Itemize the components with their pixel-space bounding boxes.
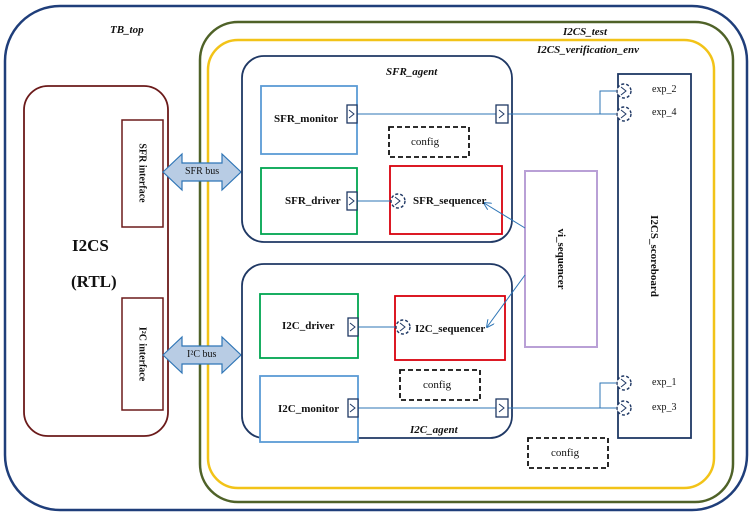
i2c-driver-label: I2C_driver <box>282 320 335 332</box>
i2c-sequencer-label: I2C_sequencer <box>415 323 486 335</box>
exp-4-port <box>616 106 632 122</box>
i2c-interface-box <box>121 297 164 411</box>
i2c-agent-title: I2C_agent <box>410 424 458 436</box>
sfr-agent-port <box>495 104 509 124</box>
sfr-driver-port <box>346 191 358 211</box>
sfr-config-label: config <box>411 136 440 148</box>
env-config-label: config <box>551 447 580 459</box>
i2c-monitor-port <box>347 398 359 418</box>
sfr-sequencer-box <box>389 165 503 235</box>
sfr-monitor-box <box>260 85 358 155</box>
sfr-interface-box <box>121 119 164 228</box>
v-sequencer-label: vi_sequencer <box>555 228 567 290</box>
exp-3-port <box>616 400 632 416</box>
env-config-box <box>527 437 609 469</box>
sfr-fork-exp2 <box>599 90 616 114</box>
sfr-agent-box <box>241 55 513 243</box>
env-label: I2CS_verification_env <box>537 44 640 56</box>
i2c-monitor-label: I2C_monitor <box>278 403 340 415</box>
i2c-seq-export <box>395 319 411 335</box>
i2c-interface-label: I²C interface <box>136 326 148 382</box>
vseq-to-i2c-seq <box>487 274 526 327</box>
i2c-driver-box <box>259 293 359 359</box>
sfr-agent-title: SFR_agent <box>386 66 438 78</box>
scoreboard-box <box>617 73 692 439</box>
vseq-to-sfr-seq <box>484 203 526 229</box>
test-label: I2CS_test <box>563 26 608 38</box>
scoreboard-label: I2CS_scoreboard <box>648 215 660 297</box>
i2c-config-label: config <box>423 379 452 391</box>
exp-1-port <box>616 375 632 391</box>
sfr-driver-box <box>260 167 358 235</box>
dut-box <box>23 85 169 437</box>
i2c-bus-label: I²C bus <box>187 349 217 360</box>
sfr-bus-arrow <box>162 152 242 192</box>
i2c-agent-box <box>241 263 513 439</box>
env-box <box>206 38 716 490</box>
i2c-driver-port <box>347 317 359 337</box>
tb-top-box <box>3 4 749 512</box>
dut-rtl: (RTL) <box>71 272 117 291</box>
sfr-monitor-label: SFR_monitor <box>274 113 339 125</box>
test-box <box>198 20 735 504</box>
exp-1-label: exp_1 <box>652 377 677 388</box>
exp-3-label: exp_3 <box>652 402 677 413</box>
tb-top-label: TB_top <box>110 24 144 36</box>
sfr-monitor-port <box>346 104 358 124</box>
sfr-interface-label: SFR interface <box>136 143 148 203</box>
sfr-bus-label: SFR bus <box>185 166 220 177</box>
i2c-agent-port <box>495 398 509 418</box>
sfr-driver-label: SFR_driver <box>285 195 341 207</box>
exp-2-port <box>616 83 632 99</box>
sfr-sequencer-label: SFR_sequencer <box>413 195 487 207</box>
exp-4-label: exp_4 <box>652 107 677 118</box>
sfr-config-box <box>388 126 470 158</box>
dut-name: I2CS <box>72 236 109 255</box>
v-sequencer-box <box>524 170 598 348</box>
i2c-bus-arrow <box>162 335 242 375</box>
i2c-config-box <box>399 369 481 401</box>
i2c-monitor-box <box>259 375 359 443</box>
exp-2-label: exp_2 <box>652 84 677 95</box>
sfr-seq-export <box>390 193 406 209</box>
i2c-fork-exp1 <box>599 382 616 408</box>
